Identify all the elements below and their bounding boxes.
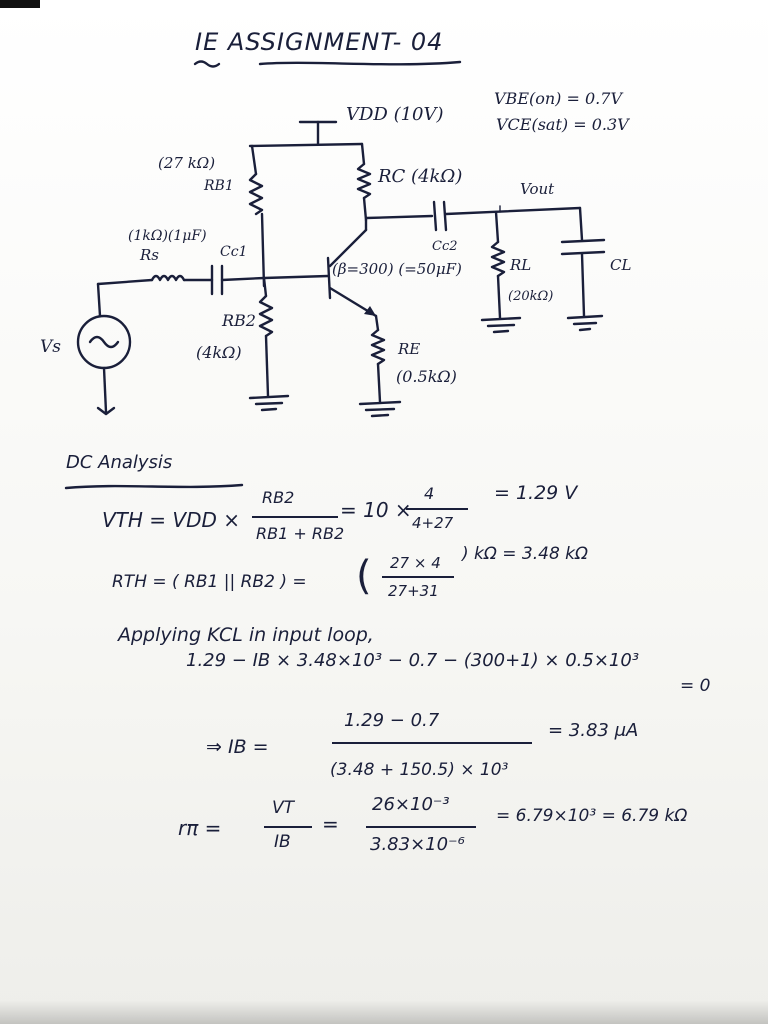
rpi-fraction-den2: 3.83×10⁻⁶ [370,834,465,855]
rs-resistor [150,274,186,282]
rb2-resistor [258,294,274,338]
rc-resistor [356,162,372,200]
vth-fraction-num: RB2 [262,488,295,507]
bjt-base-bar [326,256,332,300]
rpi-eq: = [322,812,339,836]
vth-fraction-bar2 [406,508,468,510]
beta-label: (β=300) (=50μF) [332,260,462,278]
vs-label: Vs [40,337,61,357]
cc1-label: Cc1 [220,244,247,260]
rth-fraction-bar [382,576,454,578]
assignment-title: IE ASSIGNMENT- 04 [195,28,444,56]
rpi-fraction-num2: 26×10⁻³ [372,794,450,815]
rb1-value-label: (27 kΩ) [158,154,215,172]
ib-result: = 3.83 μA [548,720,639,741]
ib-fraction-num: 1.29 − 0.7 [344,710,440,731]
cc2-capacitor [432,200,438,232]
rth-fraction-den: 27+31 [388,582,439,600]
rpi-fraction-num: VT [272,798,295,818]
kcl-rhs: = 0 [680,676,711,696]
cc2-label: Cc2 [432,239,458,254]
vth-fraction-bar [252,516,338,518]
vth-result: = 1.29 V [494,482,578,504]
vbe-label: VBE(on) = 0.7V [494,90,623,108]
heading-underline [64,483,244,490]
re-value-label: (0.5kΩ) [396,367,457,386]
rs-values-label: (1kΩ)(1μF) [128,228,207,244]
re-resistor [370,328,386,366]
rpi-fraction-den: IB [274,832,291,852]
rl-value-label: (20kΩ) [508,289,553,304]
re-label: RE [397,340,420,358]
dc-analysis-heading: DC Analysis [66,452,173,473]
rs-label: Rs [139,246,159,264]
bjt-collector [328,228,368,268]
rb2-value-label: (4kΩ) [196,343,242,362]
rb1-label: RB1 [203,178,234,194]
rpi-fraction-bar2 [366,826,476,828]
vth-mid: = 10 × [340,498,412,522]
rth-lhs: RTH = ( RB1 || RB2 ) = [112,572,307,592]
page-bottom-shadow [0,1000,768,1024]
rb1-resistor [248,172,264,216]
rth-open-paren: ( [356,553,372,599]
rl-label: RL [509,256,531,274]
rc-label: RC (4kΩ) [377,166,462,187]
rth-fraction-num: 27 × 4 [390,554,441,572]
ib-lhs: ⇒ IB = [206,736,269,758]
cl-capacitor [560,238,606,244]
rpi-fraction-bar [264,826,312,828]
kcl-label: Applying KCL in input loop, [118,624,374,646]
rth-result: ) kΩ = 3.48 kΩ [462,544,589,564]
vth-lhs: VTH = VDD × [102,508,241,532]
amplifier-circuit-diagram: VDD (10V) VBE(on) = 0.7V VCE(sat) = 0.3V… [40,90,631,418]
vth-fraction-num2: 4 [424,484,435,503]
rpi-lhs: rπ = [178,816,222,840]
page-corner-shadow [0,0,40,8]
ib-fraction-bar [332,742,532,744]
cl-label: CL [610,256,631,274]
vdd-rail [248,142,364,148]
kcl-equation: 1.29 − IB × 3.48×10³ − 0.7 − (300+1) × 0… [186,650,640,671]
rb2-label: RB2 [221,311,256,330]
rl-resistor [490,240,506,278]
title-underline [193,60,462,68]
vout-label: Vout [520,180,555,198]
vdd-label: VDD (10V) [346,104,444,125]
vth-fraction-den: RB1 + RB2 [256,524,345,543]
ib-fraction-den: (3.48 + 150.5) × 10³ [330,760,509,780]
vce-label: VCE(sat) = 0.3V [496,115,630,134]
vth-fraction-den2: 4+27 [412,514,454,532]
rpi-result: = 6.79×10³ = 6.79 kΩ [496,806,688,826]
